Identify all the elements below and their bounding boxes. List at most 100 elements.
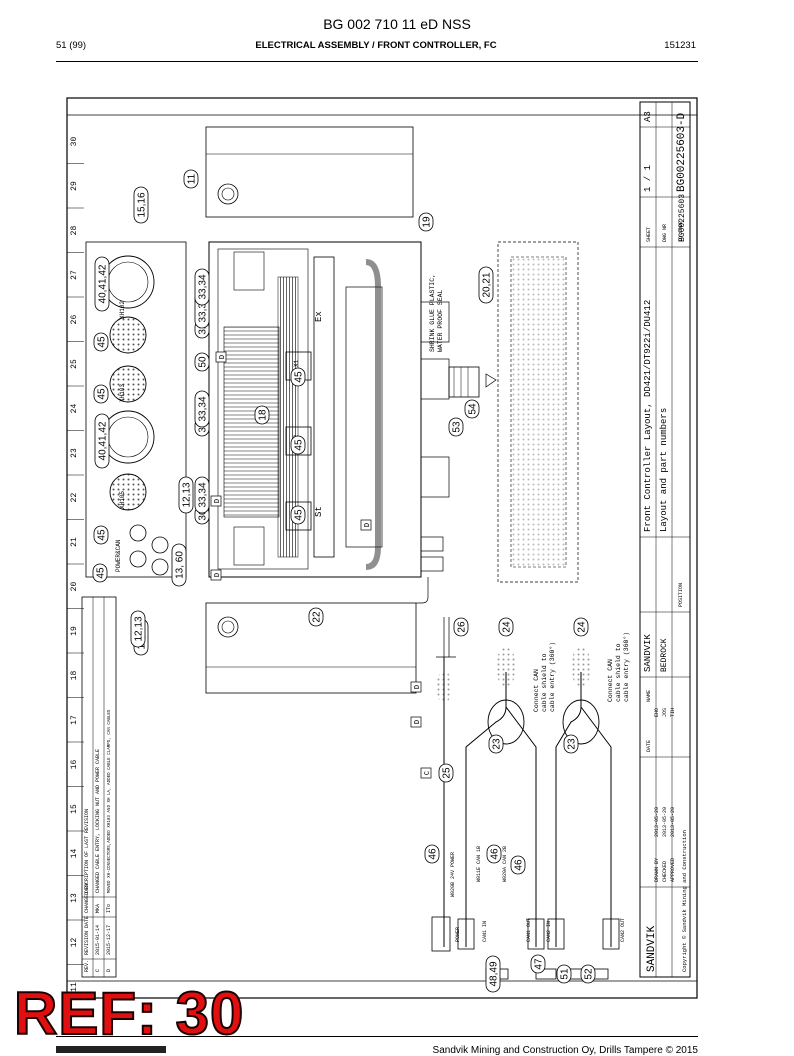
svg-text:11: 11 bbox=[187, 173, 198, 184]
note-text: cable entry (360°) bbox=[622, 632, 630, 702]
revision-table bbox=[81, 596, 117, 978]
product-name: BEDROCK bbox=[660, 638, 669, 672]
callout-c50: 50 bbox=[194, 352, 210, 372]
svg-text:45: 45 bbox=[97, 336, 108, 348]
callout-c23a: 23 bbox=[488, 734, 504, 754]
revision-marker: D bbox=[210, 569, 222, 581]
callout-c12b: 12,13 bbox=[178, 476, 194, 514]
grid-number: 28 bbox=[70, 226, 79, 236]
grid-number: 20 bbox=[70, 582, 79, 592]
note-text: cable entry (360°) bbox=[548, 642, 556, 712]
callout-c19: 19 bbox=[418, 212, 434, 232]
grid-number: 19 bbox=[70, 626, 79, 636]
wire-label: W920B 24V POWER bbox=[450, 852, 456, 897]
callout-c54: 54 bbox=[464, 399, 480, 419]
callout-c46c: 46 bbox=[510, 855, 526, 875]
table-cell: D bbox=[106, 969, 112, 972]
connector-label: XH102 bbox=[119, 301, 126, 319]
id-code: BG00225603 bbox=[678, 194, 687, 242]
svg-text:33,34: 33,34 bbox=[198, 297, 209, 322]
svg-text:45: 45 bbox=[97, 529, 108, 541]
cable-label: POWER bbox=[455, 927, 461, 942]
svg-text:40,41,42: 40,41,42 bbox=[98, 264, 109, 303]
date-value: 2013-05-20 bbox=[654, 807, 660, 837]
arrow-icon bbox=[485, 373, 497, 388]
table-header: CHANGED BY bbox=[84, 883, 90, 913]
svg-text:12,13: 12,13 bbox=[182, 482, 193, 507]
name-value: EHO bbox=[654, 708, 660, 717]
svg-text:22: 22 bbox=[312, 611, 323, 623]
svg-text:24: 24 bbox=[577, 621, 588, 633]
can-connector-icon bbox=[602, 918, 620, 950]
svg-text:54: 54 bbox=[468, 403, 479, 415]
grid-number: 15 bbox=[70, 804, 79, 814]
document-title: BG 002 710 11 eD NSS bbox=[323, 16, 471, 32]
grid-number: 14 bbox=[70, 849, 79, 859]
wire-label: W920A CAN 2B bbox=[502, 846, 508, 882]
svg-text:D: D bbox=[219, 355, 227, 359]
table-cell: MOVED XH-CONNECTORS,ADDED XH103 AND XH L… bbox=[108, 709, 112, 893]
callout-c45g: 45 bbox=[290, 505, 306, 525]
callout-c33d: 33,34 bbox=[194, 268, 210, 306]
table-cell: CHANGED CABLE ENTRY, LOCKING NUT AND POW… bbox=[95, 749, 101, 893]
callout-c23b: 23 bbox=[563, 734, 579, 754]
table-header: DESCRIPTION OF LAST REVISION bbox=[84, 809, 90, 893]
callout-c45c: 45 bbox=[93, 384, 109, 404]
sandvik-logo-icon bbox=[56, 1046, 166, 1053]
svg-text:48,49: 48,49 bbox=[489, 961, 500, 986]
svg-text:23: 23 bbox=[492, 738, 503, 750]
svg-text:51: 51 bbox=[560, 968, 571, 980]
revision-marker: D bbox=[360, 519, 372, 531]
callout-c25: 25 bbox=[438, 763, 454, 783]
grid-number: 24 bbox=[70, 404, 79, 414]
grid-number: 27 bbox=[70, 270, 79, 280]
grid-number: 16 bbox=[70, 760, 79, 770]
note-text: Connect CAN bbox=[533, 669, 540, 712]
callout-c33b: 33,34 bbox=[194, 390, 210, 428]
date-value: 2013-05-20 bbox=[662, 807, 668, 837]
revision-marker: D bbox=[410, 681, 422, 693]
svg-text:33,34: 33,34 bbox=[198, 396, 209, 421]
svg-text:52: 52 bbox=[584, 968, 595, 980]
drawing-subtitle: Layout and part numbers bbox=[659, 408, 669, 532]
revision-marker: D bbox=[210, 495, 222, 507]
svg-text:D: D bbox=[414, 685, 422, 689]
grid-number: 30 bbox=[70, 137, 79, 147]
callout-group: 1115,1615,161920,21222424262323254646464… bbox=[92, 169, 596, 993]
callout-c18: 18 bbox=[254, 405, 270, 425]
table-cell: C bbox=[95, 969, 101, 972]
connector-label: XH105 bbox=[119, 491, 126, 509]
callout-c24a: 24 bbox=[498, 617, 514, 637]
grid-number: 25 bbox=[70, 359, 79, 369]
angled-plug-icon bbox=[535, 968, 557, 980]
vent-plug-icon bbox=[217, 183, 239, 205]
cable-label: CAN2 OUT bbox=[620, 918, 626, 942]
callout-c46a: 46 bbox=[424, 844, 440, 864]
svg-text:20,21: 20,21 bbox=[482, 272, 493, 297]
svg-text:33,34: 33,34 bbox=[198, 482, 209, 507]
svg-text:23: 23 bbox=[567, 738, 578, 750]
footer-divider bbox=[56, 1036, 698, 1037]
cable-gland-icon bbox=[101, 410, 155, 464]
connector-plate bbox=[85, 241, 187, 578]
circular-connector-icon bbox=[109, 316, 147, 354]
callout-c12a: 12,13 bbox=[130, 610, 146, 648]
callout-c33a: 33,34 bbox=[194, 476, 210, 514]
circular-connector-icon bbox=[109, 473, 147, 511]
sheet-number: 1 / 1 bbox=[643, 165, 653, 192]
svg-text:12,13: 12,13 bbox=[134, 616, 145, 641]
svg-text:D: D bbox=[414, 720, 422, 724]
note-text: Connect CAN bbox=[607, 659, 614, 702]
table-header: REV. bbox=[84, 960, 90, 972]
field-label: APPROVED bbox=[670, 858, 676, 882]
vent-plug-icon bbox=[217, 616, 239, 638]
copyright: Copyright © Sandvik Mining and Construct… bbox=[681, 830, 688, 972]
table-header: REVISION DATE bbox=[84, 916, 90, 955]
callout-c45e: 45 bbox=[290, 367, 306, 387]
grid-number: 18 bbox=[70, 671, 79, 681]
field-label: ID-CODE bbox=[678, 221, 684, 242]
svg-text:45: 45 bbox=[294, 509, 305, 521]
table-cell: MKA bbox=[95, 904, 101, 913]
note-text: cable shield to bbox=[615, 643, 622, 702]
grid-tick-group bbox=[67, 163, 84, 965]
